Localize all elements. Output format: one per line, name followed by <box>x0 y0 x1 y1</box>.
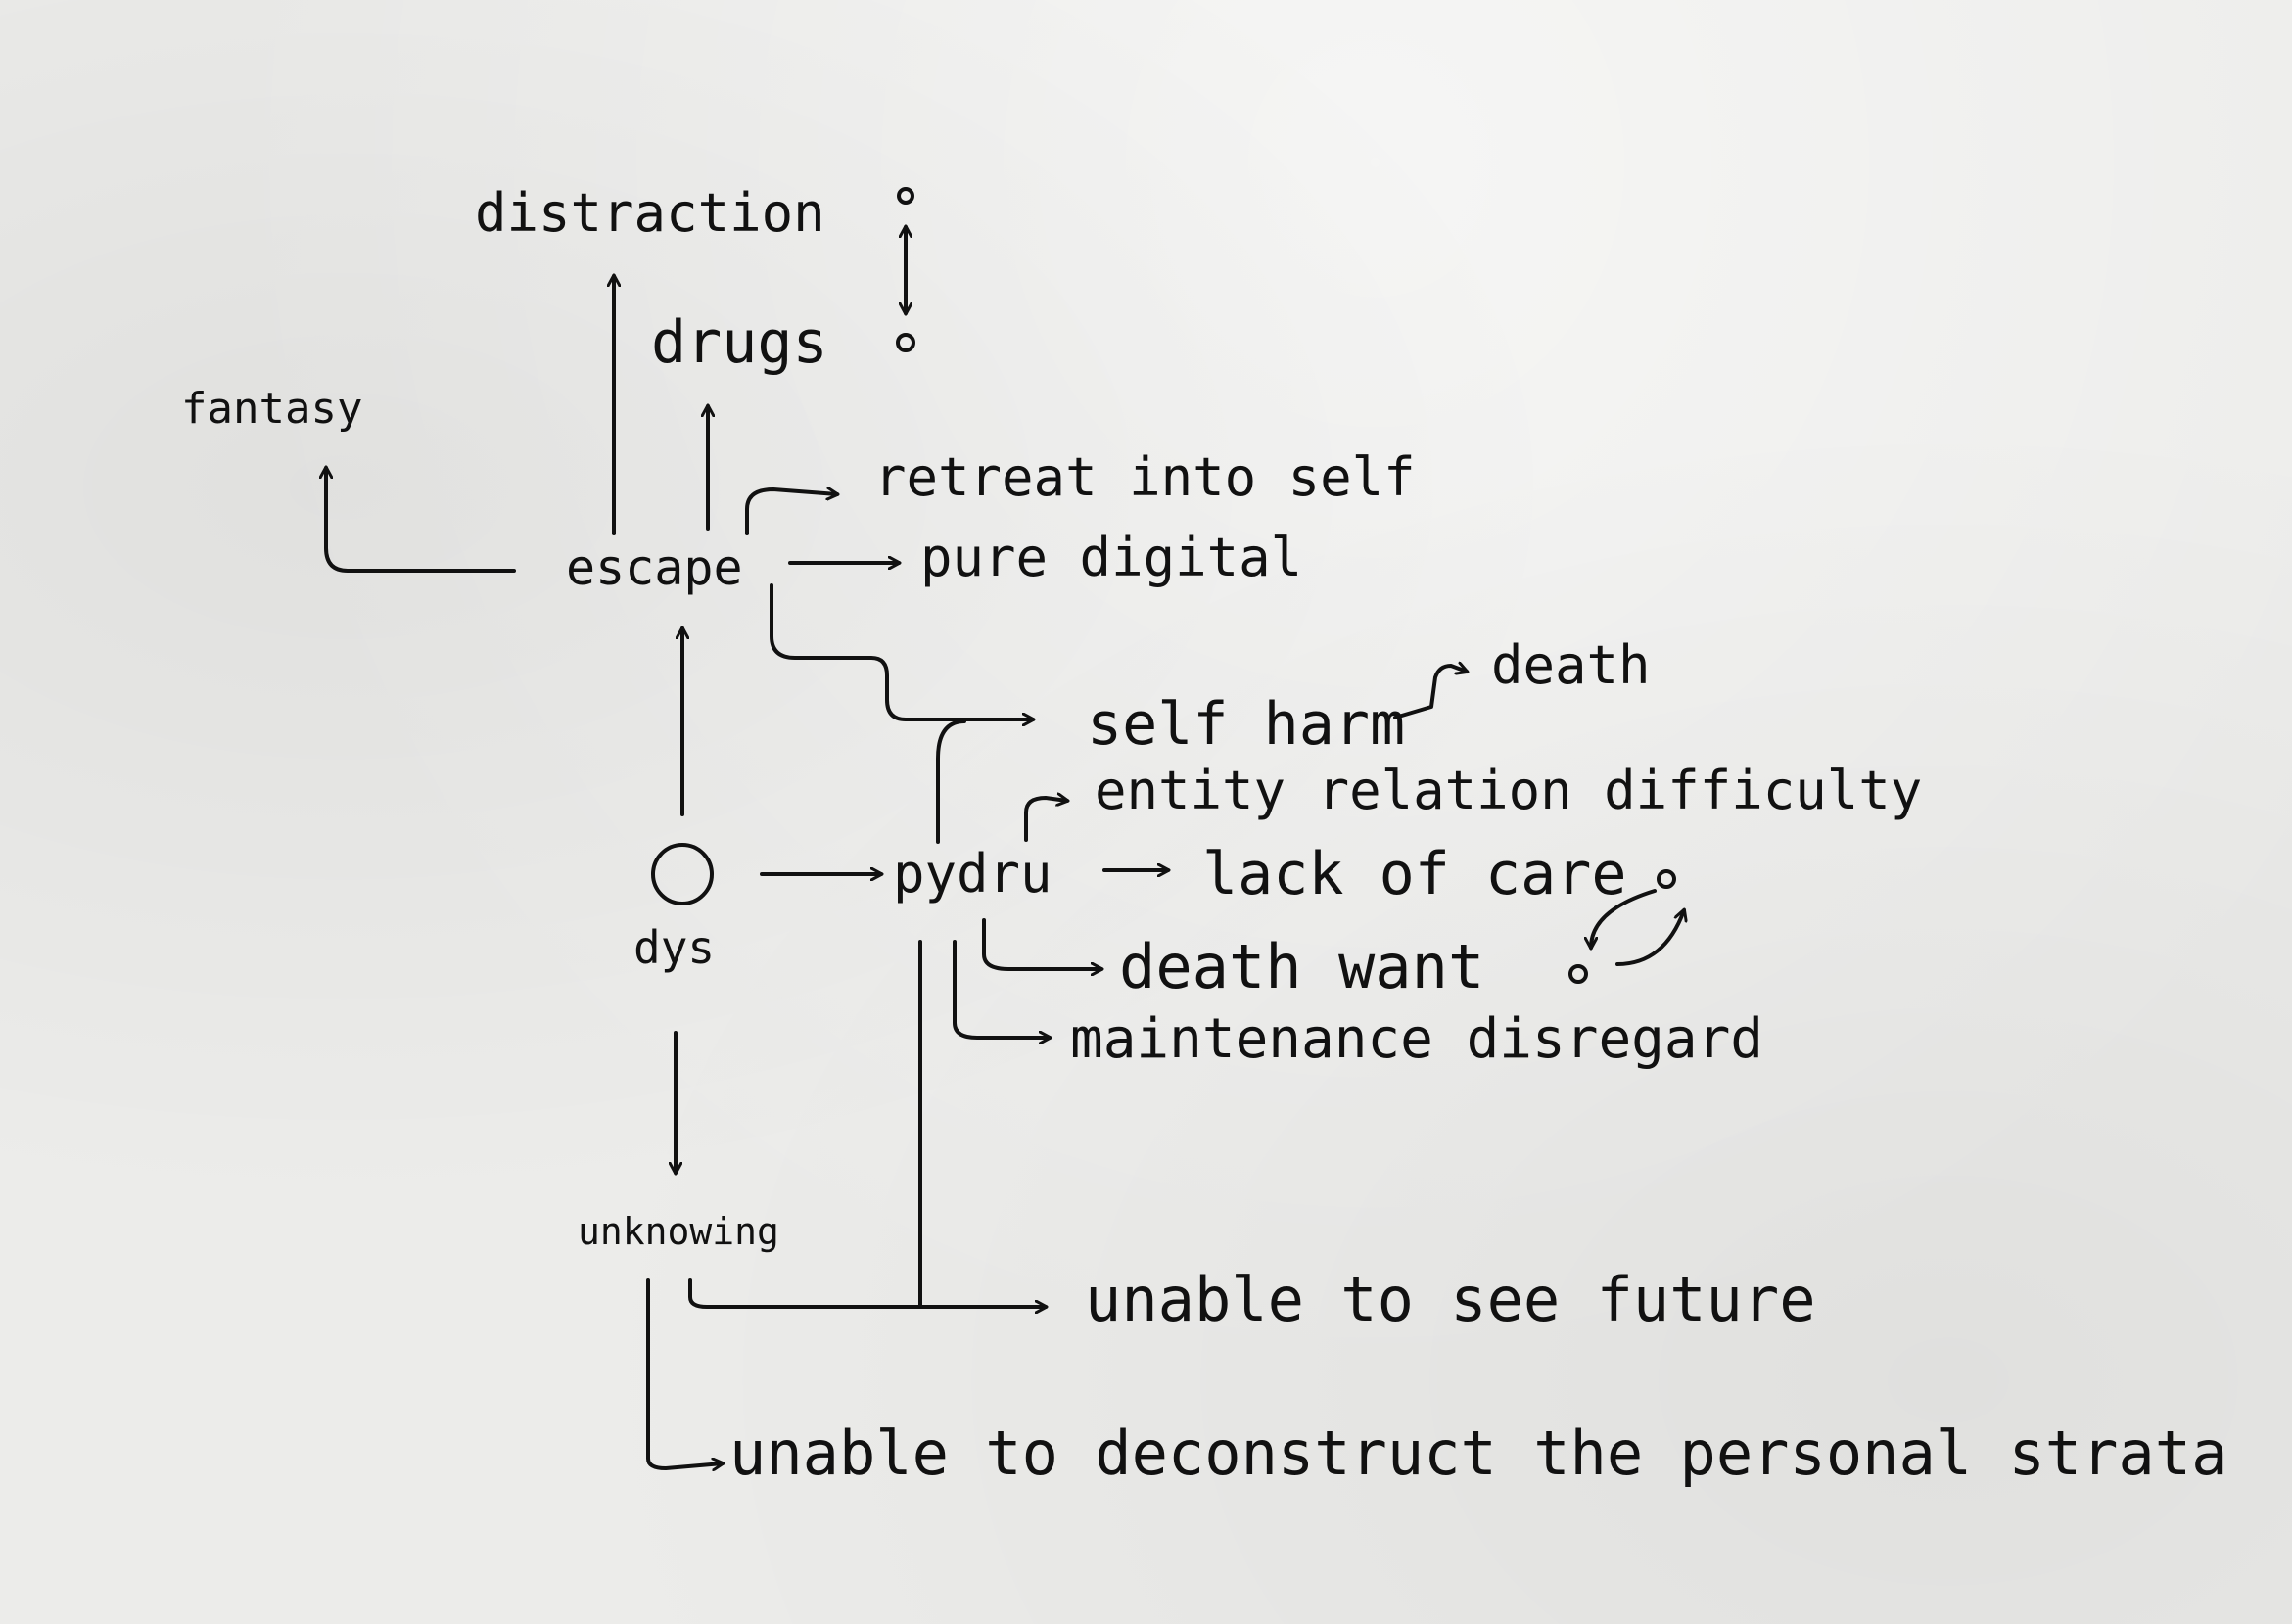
loop-marker-lack-of-care <box>1657 869 1676 889</box>
label-distraction: distraction <box>475 182 825 244</box>
label-maintenance-disregard: maintenance disregard <box>1070 1007 1764 1071</box>
arrow-unknowing-deconstruct <box>646 1278 723 1468</box>
arrow-escape-self-harm <box>770 583 1033 719</box>
arrow-escape-fantasy <box>326 468 516 573</box>
label-fantasy: fantasy <box>181 384 363 434</box>
arrow-pydru-self-harm <box>936 719 966 844</box>
arrow-pydru-death-want <box>982 918 1101 969</box>
label-drugs: drugs <box>651 308 828 377</box>
loop-death-want-to-lack-of-care <box>1615 910 1684 966</box>
label-entity-relation-difficulty: entity relation difficulty <box>1095 760 1923 821</box>
arrow-self-harm-death <box>1393 666 1467 719</box>
arrow-pydru-entity-relation <box>1024 798 1067 842</box>
label-unable-to-see-future: unable to see future <box>1085 1264 1816 1335</box>
arrow-pydru-maintenance <box>953 940 1050 1038</box>
label-retreat-into-self: retreat into self <box>874 446 1416 508</box>
loop-marker-death-want <box>1568 964 1588 984</box>
arrow-unknowing-future <box>688 1278 1046 1307</box>
label-pydru: pydru <box>893 843 1052 905</box>
label-escape: escape <box>566 539 743 596</box>
label-self-harm: self harm <box>1087 690 1406 759</box>
loop-marker-distraction <box>897 187 914 205</box>
label-pure-digital: pure digital <box>920 527 1303 588</box>
label-lack-of-care: lack of care <box>1202 840 1627 908</box>
loop-lack-of-care-to-death-want <box>1591 889 1657 948</box>
label-dys: dys <box>633 921 716 974</box>
dys-node-circle <box>651 843 714 905</box>
label-unknowing: unknowing <box>578 1210 779 1253</box>
label-unable-to-deconstruct: unable to deconstruct the personal strat… <box>729 1417 2228 1489</box>
label-death-want: death want <box>1119 931 1485 1002</box>
label-death: death <box>1491 634 1651 696</box>
loop-marker-drugs <box>896 333 915 352</box>
arrow-escape-retreat <box>745 489 837 535</box>
